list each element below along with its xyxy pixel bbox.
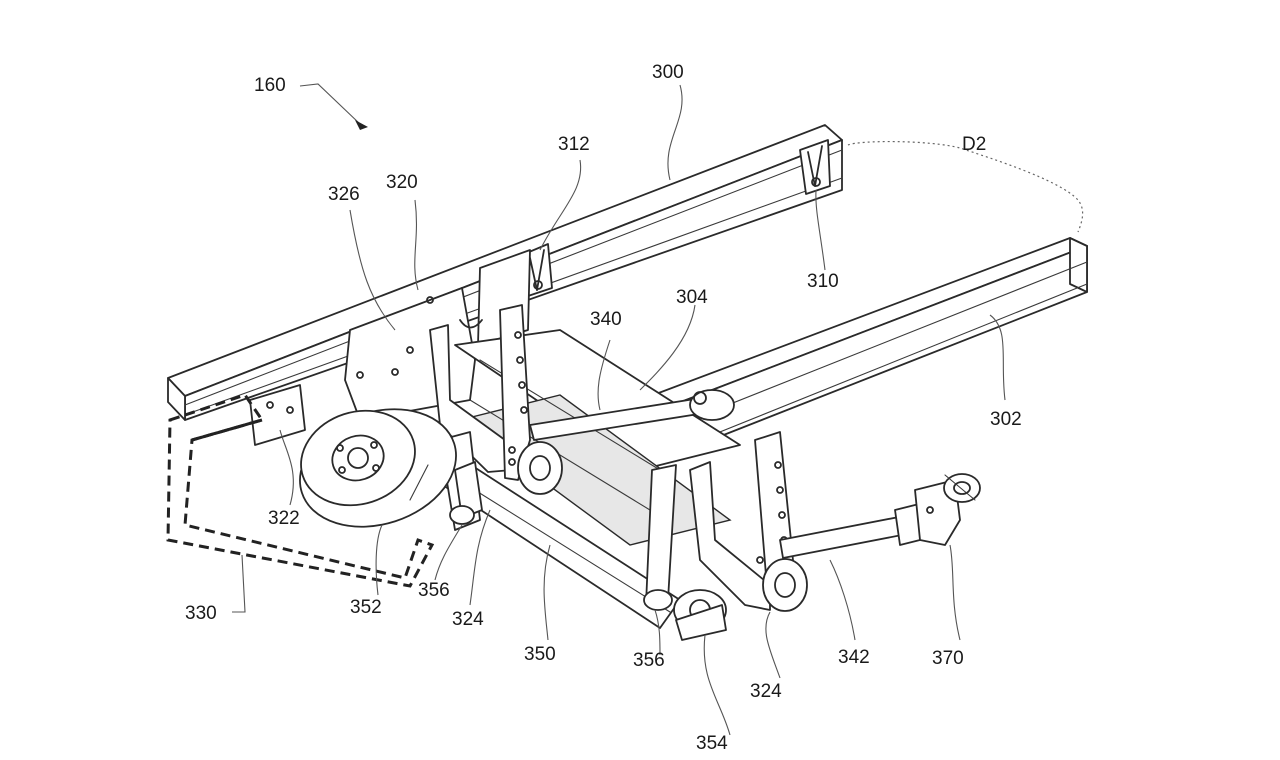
ref-340: 340 — [590, 309, 622, 330]
ref-310: 310 — [807, 271, 839, 292]
ref-160: 160 — [254, 75, 286, 96]
shock-absorber-356-left — [449, 461, 483, 525]
ref-304: 304 — [676, 287, 708, 308]
bracket-310 — [799, 139, 831, 195]
ref-356a: 356 — [418, 580, 450, 601]
ref-322: 322 — [268, 508, 300, 529]
ref-352: 352 — [350, 597, 382, 618]
ref-370: 370 — [932, 648, 964, 669]
bracket-370 — [914, 473, 981, 546]
hanger-bracket-324-right — [689, 431, 808, 612]
dimension-d2 — [847, 140, 1084, 233]
ref-326: 326 — [328, 184, 360, 205]
bracket-322 — [249, 384, 306, 446]
dashed-region-330 — [166, 393, 435, 588]
ref-d2: D2 — [962, 134, 986, 155]
ref-354: 354 — [696, 733, 728, 754]
ref-342: 342 — [838, 647, 870, 668]
reference-numerals: 160 300 302 304 310 312 320 322 324 324 … — [185, 62, 1022, 754]
ref-302: 302 — [990, 409, 1022, 430]
shock-absorber-356-right — [643, 464, 677, 611]
ref-300: 300 — [652, 62, 684, 83]
ref-350: 350 — [524, 644, 556, 665]
ref-312: 312 — [558, 134, 590, 155]
ref-356b: 356 — [633, 650, 665, 671]
brake-assembly-354 — [673, 589, 727, 641]
wheel-hub-352 — [299, 408, 457, 528]
arrowhead-icon — [355, 120, 368, 130]
ref-324b: 324 — [750, 681, 782, 702]
ref-330: 330 — [185, 603, 217, 624]
ref-324a: 324 — [452, 609, 484, 630]
leader-lines — [232, 83, 1006, 736]
ref-320: 320 — [386, 172, 418, 193]
tie-rod-340 — [529, 389, 735, 441]
frame-rail-302 — [639, 237, 1088, 461]
